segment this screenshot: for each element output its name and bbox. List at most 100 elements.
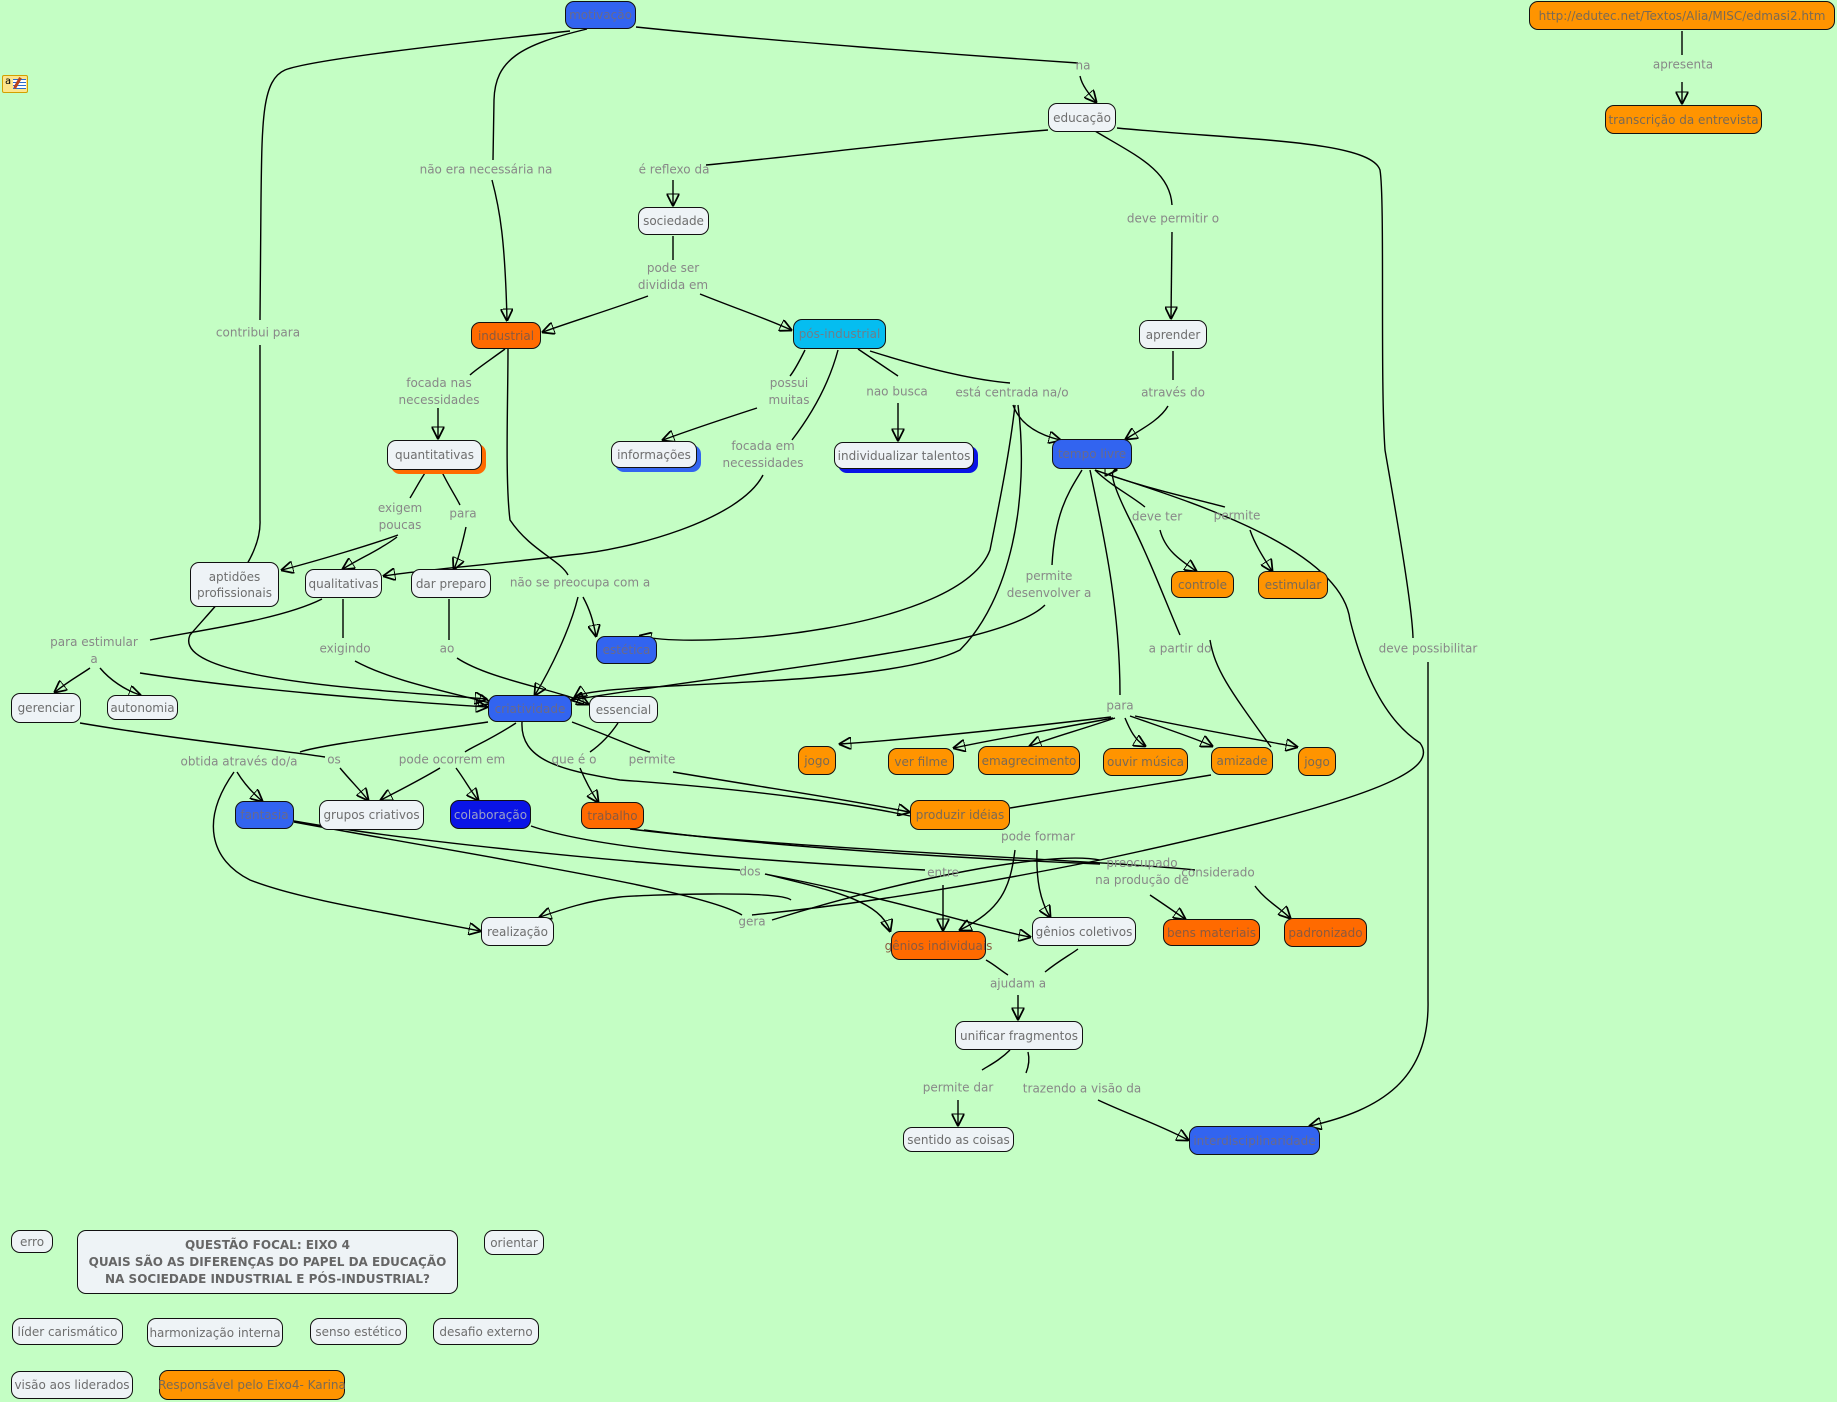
connection-arrow	[663, 407, 758, 440]
concept-node-ouvirmusica[interactable]: ouvir música	[1103, 748, 1188, 776]
linking-phrase[interactable]: exigem poucas	[377, 501, 423, 532]
linking-phrase[interactable]: entre	[927, 865, 959, 880]
linking-phrase[interactable]: preocupado na produção de	[1095, 856, 1189, 887]
concept-node-autonomia[interactable]: autonomia	[107, 695, 178, 720]
concept-node-estimular[interactable]: estimular	[1258, 571, 1328, 599]
linking-phrase[interactable]: ao	[439, 641, 455, 656]
concept-label: aptidões profissionais	[197, 569, 272, 600]
concept-node-gerenciar[interactable]: gerenciar	[11, 693, 81, 723]
concept-node-erro[interactable]: erro	[11, 1230, 53, 1253]
concept-node-realizacao[interactable]: realização	[481, 917, 554, 946]
linking-phrase[interactable]: permite	[628, 752, 676, 767]
concept-node-geniosind[interactable]: gênios individuais	[885, 931, 992, 960]
linking-phrase[interactable]: para	[1106, 698, 1134, 713]
concept-node-interdisc[interactable]: interdisciplinaridade	[1189, 1126, 1320, 1155]
linking-phrase[interactable]: focada nas necessidades	[398, 376, 480, 407]
linking-phrase[interactable]: na	[1075, 58, 1091, 73]
concept-label: fantasia	[240, 808, 289, 822]
concept-node-verfilme[interactable]: ver filme	[888, 748, 954, 775]
connection-arrow	[454, 526, 467, 569]
concept-node-transcricao[interactable]: transcrição da entrevista	[1605, 105, 1762, 134]
linking-phrase[interactable]: não era necessária na	[419, 162, 553, 177]
concept-node-unificar[interactable]: unificar fragmentos	[955, 1021, 1083, 1050]
linking-phrase[interactable]: focada em necessidades	[722, 439, 804, 470]
linking-phrase[interactable]: pode formar	[1000, 829, 1076, 844]
linking-phrase[interactable]: através do	[1141, 385, 1205, 400]
concept-node-harmonizacao[interactable]: harmonização interna	[147, 1318, 283, 1347]
concept-node-motivacao[interactable]: motivação	[565, 1, 636, 29]
concept-node-jogo1[interactable]: jogo	[798, 746, 836, 775]
linking-phrase[interactable]: gera	[738, 914, 766, 929]
linking-phrase[interactable]: considerado	[1181, 865, 1255, 880]
concept-node-grupos[interactable]: grupos criativos	[319, 800, 424, 830]
concept-node-essencial[interactable]: essencial	[589, 696, 658, 723]
linking-phrase[interactable]: nao busca	[866, 384, 928, 399]
linking-phrase[interactable]: pode ocorrem em	[398, 752, 506, 767]
concept-node-sociedade[interactable]: sociedade	[638, 207, 709, 235]
connection-line	[981, 1049, 1011, 1071]
concept-label: criatividade	[494, 701, 566, 716]
concept-node-posindustrial[interactable]: pós-industrial	[793, 319, 886, 349]
concept-node-controle[interactable]: controle	[1171, 571, 1234, 598]
linking-phrase[interactable]: não se preocupa com a	[509, 575, 651, 590]
concept-node-aptidoes[interactable]: aptidões profissionais	[190, 562, 279, 607]
linking-phrase[interactable]: permite desenvolver a	[1006, 569, 1092, 600]
connection-line	[521, 721, 911, 817]
concept-node-informacoes[interactable]: informações	[611, 441, 697, 468]
linking-phrase[interactable]: pode ser dividida em	[637, 261, 709, 292]
concept-node-visao[interactable]: visão aos liderados	[11, 1371, 133, 1399]
concept-node-desafio[interactable]: desafio externo	[433, 1318, 539, 1345]
linking-phrase[interactable]: contribui para	[215, 325, 301, 340]
concept-node-gcol[interactable]: gênios coletivos	[1032, 917, 1136, 946]
linking-phrase[interactable]: permite dar	[922, 1080, 994, 1095]
concept-node-aprender[interactable]: aprender	[1139, 320, 1207, 349]
linking-phrase[interactable]: é reflexo da	[638, 162, 710, 177]
linking-phrase[interactable]: apresenta	[1652, 57, 1714, 72]
concept-node-darpreparo[interactable]: dar preparo	[411, 569, 491, 598]
connection-arrow	[139, 672, 487, 707]
concept-node-fantasia[interactable]: fantasia	[235, 801, 294, 829]
focus-question[interactable]: QUESTÃO FOCAL: EIXO 4 QUAIS SÃO AS DIFER…	[77, 1230, 458, 1294]
concept-node-senso[interactable]: senso estético	[310, 1318, 407, 1345]
concept-node-lider[interactable]: líder carismático	[12, 1318, 123, 1345]
concept-node-padronizado[interactable]: padronizado	[1284, 918, 1367, 947]
concept-node-industrial[interactable]: industrial	[471, 322, 541, 349]
linking-phrase[interactable]: deve ter	[1131, 509, 1183, 524]
concept-node-quantitativas[interactable]: quantitativas	[387, 440, 482, 470]
linking-phrase[interactable]: está centrada na/o	[955, 385, 1069, 400]
concept-node-tempolivre[interactable]: tempo livre	[1052, 439, 1132, 469]
concept-node-trabalho[interactable]: trabalho	[581, 802, 644, 829]
linking-phrase[interactable]: dos	[739, 864, 761, 879]
linking-phrase[interactable]: a partir do	[1148, 641, 1212, 656]
concept-node-responsavel[interactable]: Responsável pelo Eixo4- Karina	[158, 1370, 346, 1400]
concept-node-bens[interactable]: bens materiais	[1163, 919, 1260, 946]
concept-node-emagrecimento[interactable]: emagrecimento	[978, 746, 1080, 775]
concept-node-individualizar[interactable]: individualizar talentos	[834, 442, 974, 469]
concept-node-colaboracao[interactable]: colaboração	[450, 800, 531, 829]
concept-node-criatividade[interactable]: criatividade	[488, 695, 572, 722]
concept-node-produzir[interactable]: produzir idéias	[910, 800, 1010, 830]
linking-phrase[interactable]: possui muitas	[768, 376, 810, 407]
concept-node-sentido[interactable]: sentido as coisas	[903, 1127, 1014, 1152]
linking-phrase[interactable]: permite	[1213, 508, 1261, 523]
linking-phrase[interactable]: para estimular a	[50, 635, 138, 666]
linking-phrase[interactable]: deve permitir o	[1126, 211, 1220, 226]
concept-node-url[interactable]: http://edutec.net/Textos/Alia/MISC/edmas…	[1529, 1, 1835, 30]
linking-phrase[interactable]: os	[327, 752, 341, 767]
concept-node-orientar[interactable]: orientar	[484, 1230, 544, 1255]
linking-phrase[interactable]: deve possibilitar	[1378, 641, 1478, 656]
concept-node-educacao[interactable]: educação	[1048, 103, 1116, 132]
linking-phrase[interactable]: trazendo a visão da	[1022, 1081, 1142, 1096]
concept-node-amizade[interactable]: amizade	[1211, 747, 1273, 775]
concept-node-qualitativas[interactable]: qualitativas	[305, 569, 382, 598]
linking-phrase[interactable]: para	[449, 506, 477, 521]
linking-phrase[interactable]: exigindo	[319, 641, 371, 656]
note-pencil-icon[interactable]: a	[2, 75, 28, 93]
linking-phrase[interactable]: obtida através do/a	[180, 754, 298, 769]
concept-node-estetica[interactable]: estética	[596, 636, 657, 664]
connection-arrow	[840, 716, 1112, 744]
linking-phrase[interactable]: ajudam a	[989, 976, 1047, 991]
concept-node-jogo2[interactable]: jogo	[1298, 747, 1336, 776]
concept-label: produzir idéias	[915, 808, 1005, 822]
linking-phrase[interactable]: que é o	[551, 752, 597, 767]
